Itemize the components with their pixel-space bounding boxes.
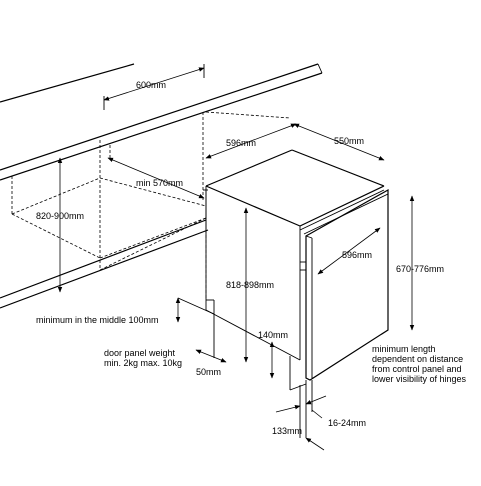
plinth [206, 299, 313, 438]
label-133mm: 133mm [272, 426, 302, 436]
door-panel [300, 188, 389, 381]
text-line: lower visibility of hinges [372, 374, 467, 384]
text-line: dependent on distance [372, 354, 463, 364]
label-16-24mm: 16-24mm [328, 418, 366, 428]
label-818-898mm: 818-898mm [226, 280, 274, 290]
label-550mm: 550mm [334, 136, 364, 146]
label-670-776mm: 670-776mm [396, 264, 444, 274]
text-line: minimum length [372, 344, 436, 354]
text-line: from control panel and [372, 364, 462, 374]
label-600mm: 600mm [136, 80, 166, 90]
label-596mm-door: 596mm [342, 250, 372, 260]
label-50mm: 50mm [196, 367, 221, 377]
dimension-lines [57, 64, 415, 451]
label-820-900mm: 820-900mm [36, 211, 84, 221]
text-line: min. 2kg max. 10kg [104, 358, 182, 368]
label-140mm: 140mm [258, 330, 288, 340]
label-596mm-top: 596mm [226, 138, 256, 148]
text-line: door panel weight [104, 348, 176, 358]
label-min-middle-100mm: minimum in the middle 100mm [36, 315, 159, 325]
label-min-570mm: min 570mm [136, 178, 183, 188]
cabinet-base [0, 189, 209, 309]
